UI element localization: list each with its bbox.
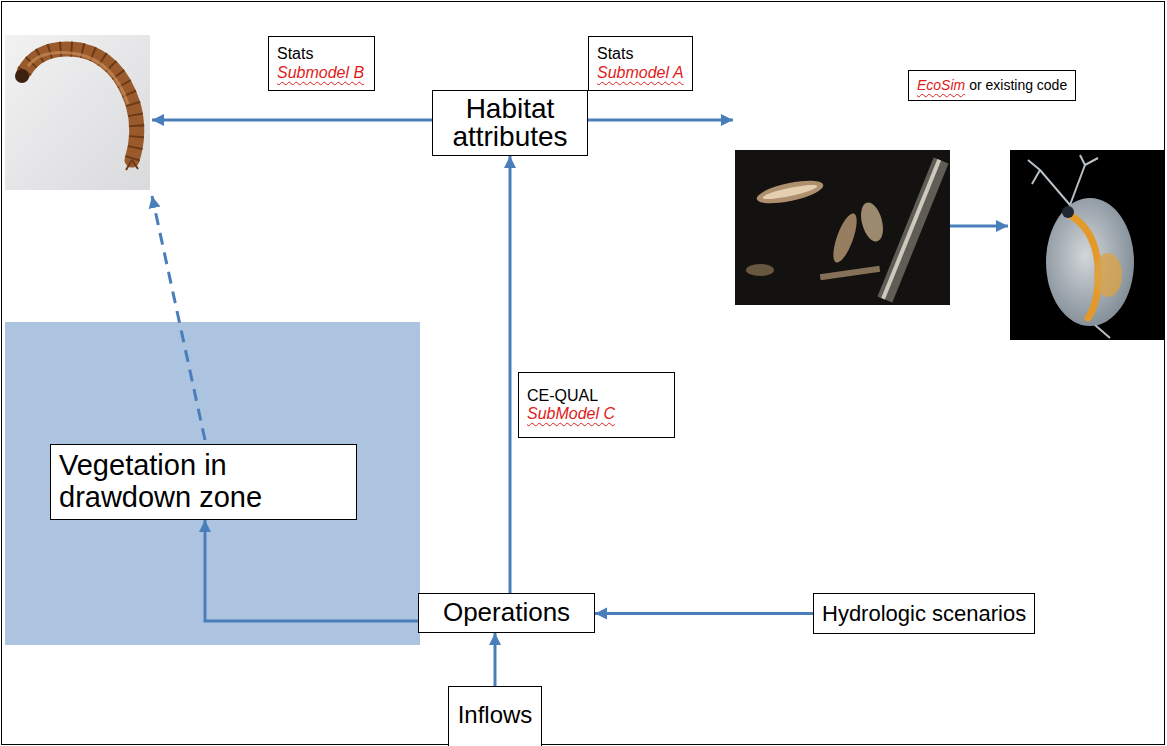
node-text: or existing code — [969, 77, 1067, 93]
larva-photo — [5, 35, 150, 190]
scenario-box: Hydrologic scenarios — [813, 593, 1035, 634]
node-text: Inflows — [457, 701, 533, 729]
daphnia-photo — [1010, 150, 1165, 340]
node-text: Stats — [277, 45, 366, 63]
stats-box: StatsSubmodel B — [268, 36, 375, 91]
dashed-arrow-to-larva — [152, 196, 205, 440]
flow-arrow — [205, 520, 418, 621]
model-box: CE-QUALSubModel C — [518, 372, 675, 438]
node-text: EcoSim — [917, 77, 965, 93]
arrow-to-daphnia — [950, 225, 1008, 228]
node-text: Operations — [427, 598, 586, 628]
node-text: Vegetation in drawdown zone — [59, 450, 348, 514]
flow-arrow — [494, 633, 497, 686]
node-text: Stats — [597, 45, 684, 63]
node-text: Hydrologic scenarios — [822, 601, 1026, 626]
model-note-box: EcoSimor existing code — [908, 70, 1076, 101]
node-text: Habitat attributes — [441, 95, 579, 151]
node-text: Submodel B — [277, 64, 366, 82]
node-text: CE-QUAL — [527, 387, 666, 405]
operations-box: Operations — [418, 593, 595, 633]
flow-arrow — [509, 156, 512, 593]
diatom-photo — [735, 150, 950, 305]
habitat-box: Habitat attributes — [432, 90, 588, 156]
node-text: Submodel A — [597, 64, 684, 82]
flow-arrow — [595, 612, 813, 615]
inflows-box: Inflows — [448, 686, 542, 746]
vegetation-box: Vegetation in drawdown zone — [50, 444, 357, 520]
stats-box: StatsSubmodel A — [588, 36, 693, 91]
arrow-to-diatom — [588, 119, 733, 122]
node-text: SubModel C — [527, 405, 666, 423]
drawdown-band — [5, 322, 420, 645]
arrow-to-larva — [152, 119, 432, 122]
